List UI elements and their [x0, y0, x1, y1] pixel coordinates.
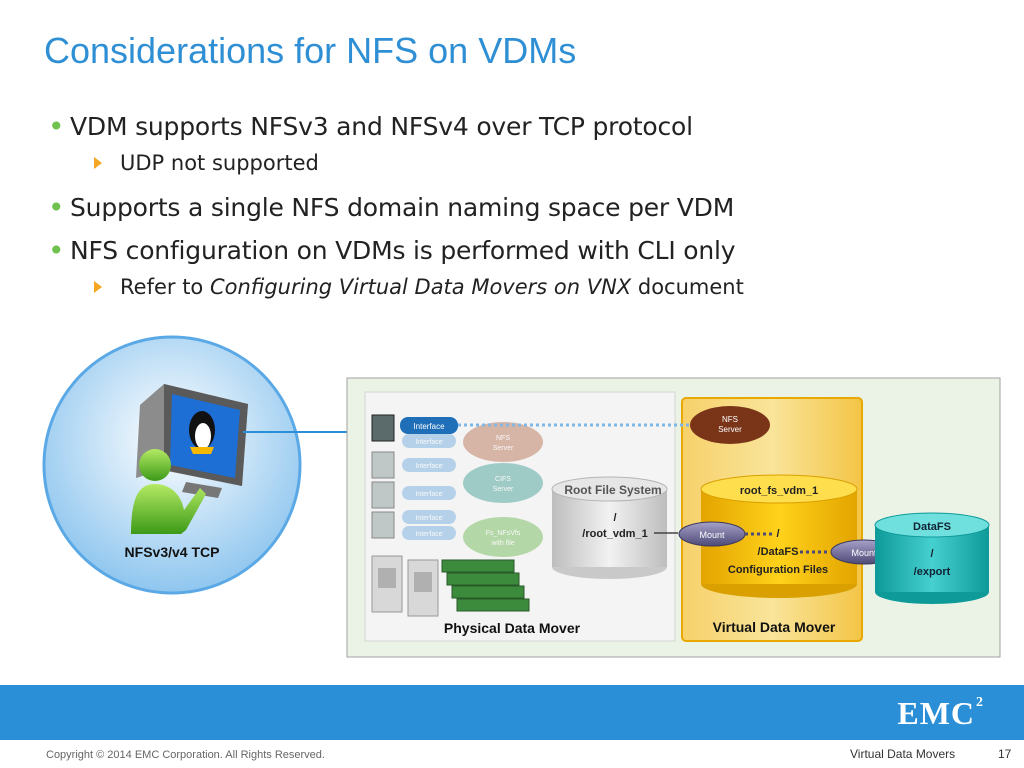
copyright-text: Copyright © 2014 EMC Corporation. All Ri… — [46, 749, 325, 761]
svg-text:Server: Server — [493, 445, 514, 452]
svg-text:CIFS: CIFS — [495, 476, 511, 483]
datafs-label: DataFS — [913, 521, 951, 533]
svg-text:Interface: Interface — [415, 515, 442, 522]
client-protocol-label: NFSv3/v4 TCP — [125, 544, 220, 560]
nfs-server-label-1: NFS — [722, 415, 738, 424]
bullet-1: VDM supports NFSv3 and NFSv4 over TCP pr… — [48, 110, 988, 143]
vdm-path-datafs: /DataFS — [758, 546, 799, 558]
datafs-path-root: / — [930, 548, 933, 560]
root-file-system-cylinder: Root File System / /root_vdm_1 — [551, 476, 668, 579]
linux-monitor-icon — [136, 384, 248, 498]
ref-doc-title: Configuring Virtual Data Movers on VNX — [209, 275, 632, 299]
user-icon — [131, 449, 206, 534]
bullet-list: VDM supports NFSv3 and NFSv4 over TCP pr… — [48, 110, 988, 317]
root-fs-vdm-label: root_fs_vdm_1 — [740, 485, 818, 497]
svg-text:Interface: Interface — [415, 439, 442, 446]
hardware-components-icon — [371, 555, 530, 617]
page-number: 17 — [998, 747, 1012, 761]
interfaces-inactive: Interface Interface Interface Interface … — [402, 422, 543, 557]
nfs-server-label-2: Server — [718, 425, 742, 434]
interface-label-active: Interface — [413, 422, 445, 431]
root-fs-label: Root File System — [564, 483, 661, 497]
vdm-path-root: / — [776, 528, 779, 540]
bullet-2: Supports a single NFS domain naming spac… — [48, 191, 988, 224]
nfs-server — [690, 406, 770, 444]
root-fs-path-root: / — [613, 512, 616, 524]
svg-text:Interface: Interface — [415, 463, 442, 470]
emc-logo: EMC2 — [897, 695, 984, 732]
datafs-cylinder: DataFS / /export — [874, 512, 990, 604]
svg-text:Interface: Interface — [415, 491, 442, 498]
sub-bullet-reference: Refer to Configuring Virtual Data Movers… — [94, 275, 988, 299]
footer-bar: EMC2 — [0, 685, 1024, 740]
nfs-vdm-diagram: NFSv3/v4 TCP Interface Interface Interfa… — [42, 335, 1001, 658]
svg-text:Server: Server — [493, 486, 514, 493]
emc-logo-text: EMC — [897, 695, 975, 731]
ref-suffix: document — [631, 275, 744, 299]
physical-data-mover-label: Physical Data Mover — [444, 620, 581, 636]
vdm-config-files: Configuration Files — [728, 564, 828, 576]
mount-2-label: Mount — [851, 548, 877, 558]
interface-active — [400, 417, 458, 434]
svg-text:NFS: NFS — [496, 435, 510, 442]
svg-text:Interface: Interface — [415, 531, 442, 538]
ref-prefix: Refer to — [120, 275, 210, 299]
emc-logo-sup: 2 — [976, 695, 984, 710]
nfs-client: NFSv3/v4 TCP — [42, 335, 302, 595]
virtual-data-mover-label: Virtual Data Mover — [713, 619, 836, 635]
sub-bullet-1: UDP not supported — [94, 151, 988, 175]
mount-1-label: Mount — [699, 530, 725, 540]
footer-presentation-title: Virtual Data Movers — [850, 747, 956, 761]
svg-text:Fs_NFsVfs: Fs_NFsVfs — [486, 530, 521, 537]
bullet-3: NFS configuration on VDMs is performed w… — [48, 234, 988, 267]
slide-title: Considerations for NFS on VDMs — [44, 30, 577, 71]
root-fs-path-vdm: /root_vdm_1 — [582, 528, 647, 540]
physical-data-mover: Interface Interface Interface Interface … — [364, 391, 676, 642]
svg-text:with file: with file — [490, 540, 514, 547]
network-ports — [371, 414, 395, 539]
datafs-path-export: /export — [914, 566, 951, 578]
